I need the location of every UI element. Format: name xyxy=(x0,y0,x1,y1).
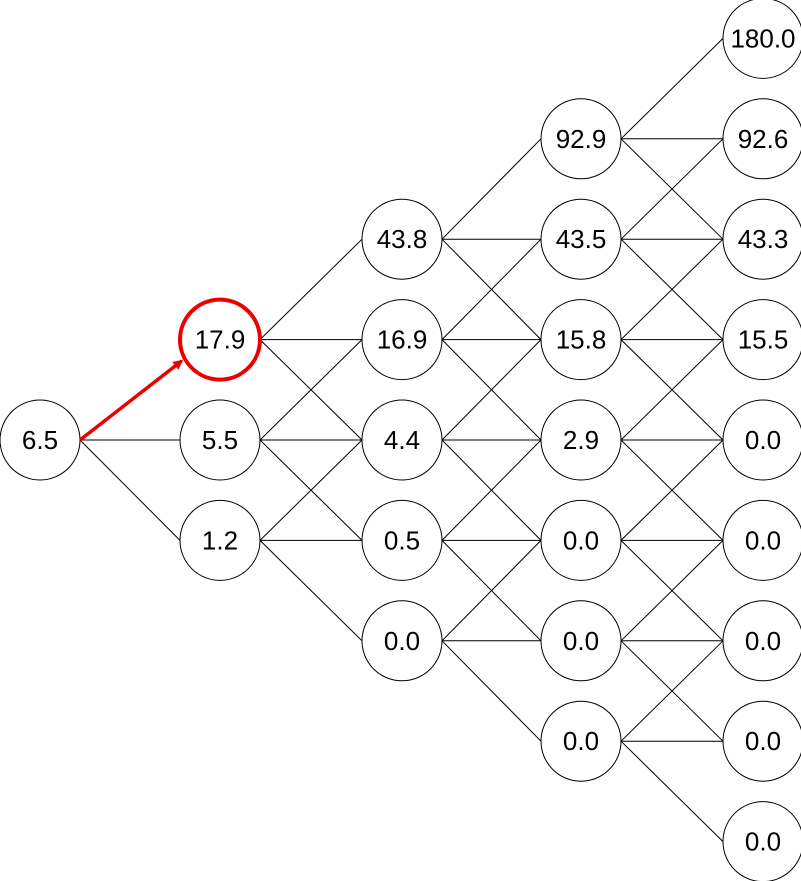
tree-node: 0.0 xyxy=(540,499,622,581)
tree-edge xyxy=(441,339,542,441)
node-circle xyxy=(722,198,801,280)
tree-edge xyxy=(259,238,363,340)
node-value: 17.9 xyxy=(195,325,246,355)
tree-edge xyxy=(620,540,724,642)
tree-edge xyxy=(620,439,724,541)
node-value: 43.5 xyxy=(556,224,607,254)
node-value: 0.0 xyxy=(563,525,599,555)
tree-node: 0.0 xyxy=(361,600,443,682)
node-value: 0.0 xyxy=(384,626,420,656)
tree-node: 4.4 xyxy=(361,399,443,481)
tree-node: 0.0 xyxy=(540,600,622,682)
tree-node: 92.6 xyxy=(722,98,801,180)
node-value: 43.8 xyxy=(377,224,428,254)
tree-node: 43.8 xyxy=(361,198,443,280)
tree-edge xyxy=(620,38,724,140)
node-circle xyxy=(540,198,622,280)
tree-edge xyxy=(259,439,363,541)
node-value: 0.0 xyxy=(563,626,599,656)
node-value: 2.9 xyxy=(563,425,599,455)
node-circle xyxy=(722,801,801,881)
node-circle-highlighted xyxy=(178,297,262,382)
tree-node: 1.2 xyxy=(179,499,261,581)
tree-node: 0.0 xyxy=(722,801,801,881)
node-circle xyxy=(179,499,261,581)
tree-node: 92.9 xyxy=(540,98,622,180)
tree-edge xyxy=(620,740,724,842)
node-value: 92.9 xyxy=(556,124,607,154)
node-value: 92.6 xyxy=(738,124,789,154)
node-circle xyxy=(722,499,801,581)
node-value: 0.0 xyxy=(745,827,781,857)
node-circle xyxy=(722,399,801,481)
node-circle xyxy=(540,700,622,782)
highlight-arrow xyxy=(78,359,184,442)
node-circle xyxy=(361,299,443,381)
tree-node: 15.5 xyxy=(722,299,801,381)
node-value: 0.0 xyxy=(563,726,599,756)
tree-node: 0.0 xyxy=(540,700,622,782)
tree-edge xyxy=(259,339,363,441)
highlight-layer xyxy=(78,359,184,442)
node-circle xyxy=(540,98,622,180)
node-circle xyxy=(722,299,801,381)
node-value: 1.2 xyxy=(202,525,238,555)
tree-edge xyxy=(79,439,181,541)
node-value: 0.0 xyxy=(745,425,781,455)
node-value: 0.5 xyxy=(384,525,420,555)
node-circle xyxy=(722,600,801,682)
node-value: 15.8 xyxy=(556,325,607,355)
tree-edge xyxy=(620,138,724,240)
node-circle xyxy=(540,299,622,381)
tree-node: 5.5 xyxy=(179,399,261,481)
node-value: 180.0 xyxy=(730,23,795,53)
tree-node: 180.0 xyxy=(722,0,801,79)
tree-node: 6.5 xyxy=(0,399,81,481)
tree-node-highlighted: 17.9 xyxy=(178,297,262,382)
node-circle xyxy=(361,600,443,682)
tree-node: 0.0 xyxy=(722,399,801,481)
node-value: 43.3 xyxy=(738,224,789,254)
node-value: 16.9 xyxy=(377,325,428,355)
node-value: 6.5 xyxy=(22,425,58,455)
node-value: 0.0 xyxy=(745,726,781,756)
tree-node: 0.5 xyxy=(361,499,443,581)
tree-node: 2.9 xyxy=(540,399,622,481)
tree-node: 43.5 xyxy=(540,198,622,280)
tree-edge xyxy=(259,540,363,642)
node-value: 0.0 xyxy=(745,525,781,555)
tree-edge xyxy=(441,238,542,340)
edges-layer xyxy=(79,38,724,842)
node-value: 15.5 xyxy=(738,325,789,355)
node-circle xyxy=(179,399,261,481)
tree-edge xyxy=(620,640,724,742)
node-circle xyxy=(361,198,443,280)
node-circle xyxy=(722,0,801,79)
tree-edge xyxy=(620,238,724,340)
tree-edge xyxy=(441,540,542,642)
node-value: 5.5 xyxy=(202,425,238,455)
tree-edge xyxy=(441,138,542,240)
tree-node: 43.3 xyxy=(722,198,801,280)
tree-node: 16.9 xyxy=(361,299,443,381)
tree-edge xyxy=(620,339,724,441)
node-circle xyxy=(540,399,622,481)
node-value: 4.4 xyxy=(384,425,420,455)
tree-node: 0.0 xyxy=(722,600,801,682)
tree-edge xyxy=(441,439,542,541)
tree-node: 0.0 xyxy=(722,499,801,581)
tree-node: 15.8 xyxy=(540,299,622,381)
tree-edge xyxy=(441,640,542,742)
node-value: 0.0 xyxy=(745,626,781,656)
node-circle xyxy=(361,499,443,581)
node-circle xyxy=(722,98,801,180)
tree-node: 0.0 xyxy=(722,700,801,782)
node-circle xyxy=(540,499,622,581)
node-circle xyxy=(361,399,443,481)
node-circle xyxy=(722,700,801,782)
node-circle xyxy=(540,600,622,682)
